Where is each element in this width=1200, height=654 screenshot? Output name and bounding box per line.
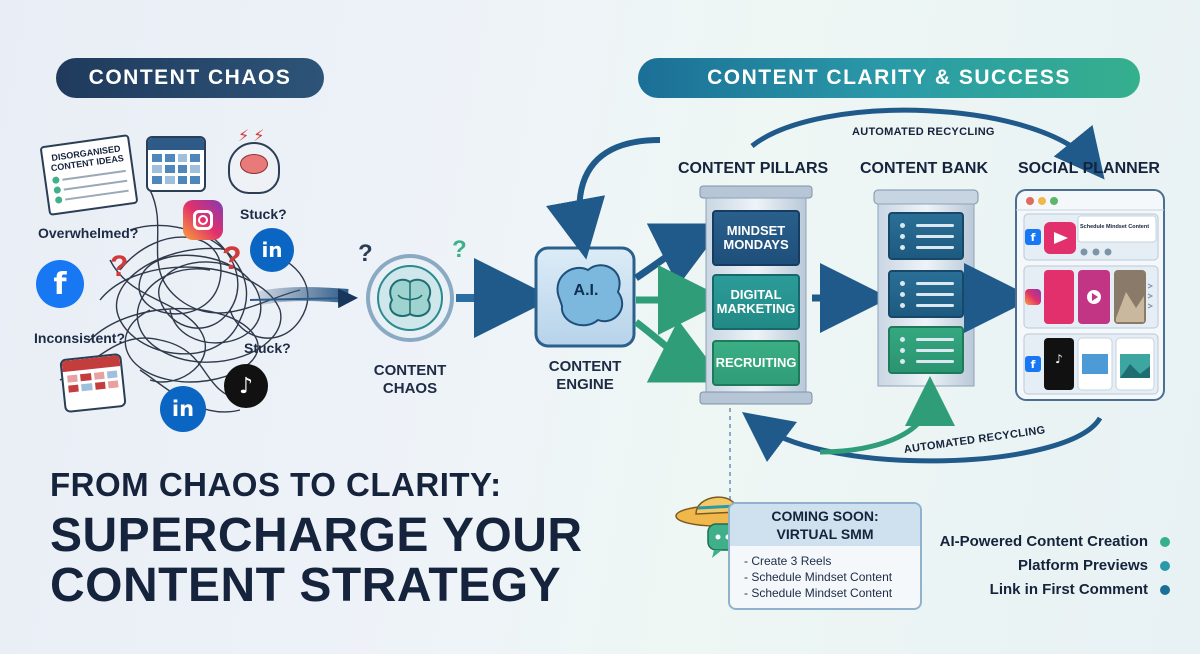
coming-soon-box: COMING SOON: VIRTUAL SMM - Create 3 Reel…: [728, 502, 922, 610]
feature-bullet-dot: [1160, 585, 1170, 595]
question-mark: ?: [358, 240, 373, 267]
question-mark: ?: [222, 240, 242, 276]
coming-soon-item: - Schedule Mindset Content: [744, 570, 893, 584]
coming-soon-title: COMING SOON: VIRTUAL SMM: [730, 504, 920, 546]
disorganised-ideas-note: DISORGANISED CONTENT IDEAS: [39, 134, 139, 216]
feature-bullet-dot: [1160, 561, 1170, 571]
coming-soon-item: - Schedule Mindset Content: [744, 586, 893, 600]
instagram-icon: [1025, 289, 1041, 305]
inconsistent-label: Inconsistent?: [34, 330, 126, 346]
feature-item: AI-Powered Content Creation: [939, 533, 1148, 550]
headline-line-2: SUPERCHARGE YOUR: [50, 509, 583, 562]
linkedin-icon: in: [250, 228, 294, 272]
question-mark: ?: [110, 250, 129, 283]
content-clarity-header: CONTENT CLARITY & SUCCESS: [638, 58, 1140, 98]
content-bank-item: [888, 326, 964, 374]
facebook-icon: f: [1025, 356, 1041, 372]
calendar-icon: [146, 136, 206, 192]
instagram-icon: [183, 200, 223, 240]
content-engine-label: CONTENT ENGINE: [548, 358, 622, 393]
stuck-label: Stuck?: [244, 340, 291, 356]
content-chaos-label: CONTENT CHAOS: [373, 362, 447, 397]
messy-calendar-icon: [59, 352, 127, 414]
content-bank-item: [888, 212, 964, 260]
overwhelmed-label: Overwhelmed?: [38, 225, 139, 241]
question-mark: ?: [452, 236, 467, 263]
coming-soon-item: - Create 3 Reels: [744, 554, 832, 568]
automated-recycling-top-label: AUTOMATED RECYCLING: [852, 126, 995, 138]
stress-lines: ⚡⚡: [238, 128, 269, 145]
content-bank-item: [888, 270, 964, 318]
pillar-recruiting: RECRUITING: [712, 340, 800, 386]
tiktok-icon: ♪: [1050, 350, 1068, 368]
headline-line-3: CONTENT STRATEGY: [50, 559, 562, 612]
planner-window-graphic: [1015, 189, 1165, 401]
feature-item: Platform Previews: [1017, 557, 1148, 574]
tiktok-icon: ♪: [224, 364, 268, 408]
content-chaos-header: CONTENT CHAOS: [56, 58, 324, 98]
content-engine-graphic: [534, 246, 636, 348]
stuck-label: Stuck?: [240, 206, 287, 222]
facebook-icon: f: [36, 260, 84, 308]
content-bank-title: CONTENT BANK: [860, 160, 988, 177]
linkedin-icon: in: [160, 386, 206, 432]
planner-post-text: Schedule Mindset Content: [1080, 224, 1150, 230]
feature-item: Link in First Comment: [989, 581, 1148, 598]
chaos-brain-graphic: [366, 254, 454, 342]
social-planner-title: SOCIAL PLANNER: [1018, 160, 1160, 177]
stressed-head-icon: [228, 142, 280, 194]
headline-line-1: FROM CHAOS TO CLARITY:: [50, 466, 502, 503]
content-pillars-title: CONTENT PILLARS: [678, 160, 829, 177]
facebook-icon: f: [1025, 229, 1041, 245]
ai-engine-tag: A.I.: [573, 282, 599, 299]
feature-bullet-dot: [1160, 537, 1170, 547]
